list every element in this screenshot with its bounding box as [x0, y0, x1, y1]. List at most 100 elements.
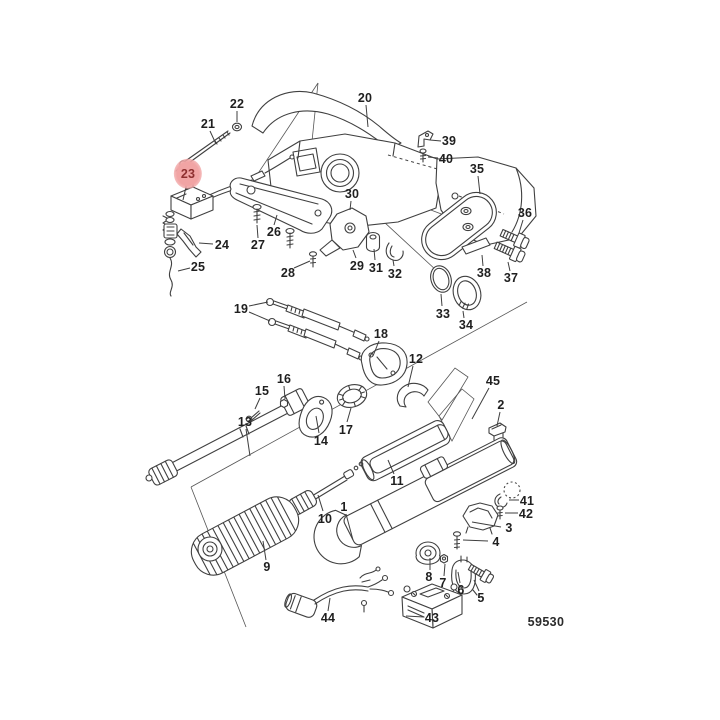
part-1-main-tube	[305, 426, 524, 573]
part-16-nut	[281, 400, 288, 408]
callout-22[interactable]: 22	[229, 96, 245, 111]
callout-17[interactable]: 17	[338, 422, 354, 437]
callout-45[interactable]: 45	[485, 373, 501, 388]
part-4-screw	[454, 532, 461, 549]
callout-23[interactable]: 23	[180, 166, 196, 181]
callout-10[interactable]: 10	[317, 511, 333, 526]
callout-15[interactable]: 15	[254, 383, 270, 398]
callout-32[interactable]: 32	[387, 266, 403, 281]
part-13-shaft	[146, 388, 310, 487]
callout-8[interactable]: 8	[425, 569, 433, 584]
callout-13[interactable]: 13	[237, 414, 253, 429]
part-11-tube	[359, 418, 453, 483]
leader-line-39	[429, 139, 442, 142]
callout-34[interactable]: 34	[458, 317, 474, 332]
leader-line-10	[317, 494, 324, 512]
callout-27[interactable]: 27	[250, 237, 266, 252]
callout-31[interactable]: 31	[368, 260, 384, 275]
callout-29[interactable]: 29	[349, 258, 365, 273]
callout-3[interactable]: 3	[505, 520, 513, 535]
leader-line-24	[198, 242, 214, 245]
callout-20[interactable]: 20	[357, 90, 373, 105]
callout-18[interactable]: 18	[373, 326, 389, 341]
callout-19[interactable]: 19	[233, 301, 249, 316]
leader-line-45	[471, 387, 490, 420]
leader-line-9	[262, 540, 267, 561]
callout-11[interactable]: 11	[390, 473, 404, 488]
leader-line-13	[245, 428, 251, 457]
part-31-bushing	[367, 233, 380, 252]
leader-line-27	[256, 224, 259, 239]
leader-line-32	[392, 259, 395, 267]
leader-line-25	[177, 267, 191, 272]
part-26-bracket	[230, 178, 332, 233]
leader-line-35	[477, 175, 481, 195]
part-44-harness	[283, 567, 394, 619]
part-8-knob	[416, 542, 440, 564]
leader-line-4	[462, 539, 489, 542]
leader-line-34	[462, 310, 465, 319]
callout-4[interactable]: 4	[492, 534, 500, 549]
callout-7[interactable]: 7	[439, 575, 447, 590]
leader-line-37	[507, 261, 511, 272]
callout-24[interactable]: 24	[214, 237, 230, 252]
part-10-shaft	[287, 462, 363, 516]
callout-1[interactable]: 1	[340, 499, 348, 514]
part-40-screw	[420, 149, 426, 162]
callout-25[interactable]: 25	[190, 259, 206, 274]
leader-line-15	[254, 397, 261, 410]
leader-line-43	[405, 615, 425, 618]
callout-44[interactable]: 44	[320, 610, 336, 625]
callout-12[interactable]: 12	[408, 351, 424, 366]
part-15-screw	[246, 411, 260, 422]
leader-line-18	[372, 340, 380, 357]
callout-30[interactable]: 30	[344, 186, 360, 201]
callout-21[interactable]: 21	[200, 116, 216, 131]
part-17-bearing	[334, 381, 369, 411]
part-42-screw	[497, 506, 503, 519]
callout-38[interactable]: 38	[476, 265, 492, 280]
callout-28[interactable]: 28	[280, 265, 296, 280]
leader-line-19	[248, 311, 271, 322]
callout-5[interactable]: 5	[477, 590, 485, 605]
leader-line-30	[349, 200, 352, 211]
leader-line-7	[443, 563, 446, 577]
drawing-number: 59530	[527, 615, 565, 629]
leader-line-26	[273, 214, 278, 226]
part-37-bolt	[493, 239, 527, 264]
callout-41[interactable]: 41	[519, 493, 535, 508]
leader-line-16	[283, 385, 286, 400]
part-14-plate	[294, 392, 338, 442]
part-34-seal	[449, 273, 485, 314]
leader-line-19	[248, 301, 269, 307]
callout-35[interactable]: 35	[469, 161, 485, 176]
callout-36[interactable]: 36	[517, 205, 533, 220]
callout-37[interactable]: 37	[503, 270, 519, 285]
part-28-screws	[286, 229, 317, 268]
callout-39[interactable]: 39	[441, 133, 457, 148]
leader-line-21	[209, 130, 217, 145]
callout-14[interactable]: 14	[313, 433, 329, 448]
callout-2[interactable]: 2	[497, 397, 505, 412]
callout-43[interactable]: 43	[424, 610, 440, 625]
part-36-bolt	[499, 226, 531, 250]
part-22-washer	[233, 123, 242, 131]
leader-line-31	[373, 248, 376, 261]
callout-9[interactable]: 9	[263, 559, 271, 574]
callout-42[interactable]: 42	[518, 506, 534, 521]
leader-line-44	[327, 597, 331, 612]
leader-line-36	[518, 219, 524, 234]
callout-16[interactable]: 16	[276, 371, 292, 386]
leader-line-14	[315, 415, 320, 434]
part-25-cable	[164, 212, 177, 297]
callout-26[interactable]: 26	[266, 224, 282, 239]
part-43-box	[362, 584, 463, 628]
callout-6[interactable]: 6	[457, 582, 465, 597]
part-27-screw	[253, 205, 261, 224]
leader-line-5	[473, 579, 480, 592]
part-5-bolt	[467, 562, 495, 585]
callout-40[interactable]: 40	[438, 151, 454, 166]
callout-33[interactable]: 33	[435, 306, 451, 321]
leader-line-12	[407, 365, 414, 388]
leader-line-40	[427, 156, 439, 159]
